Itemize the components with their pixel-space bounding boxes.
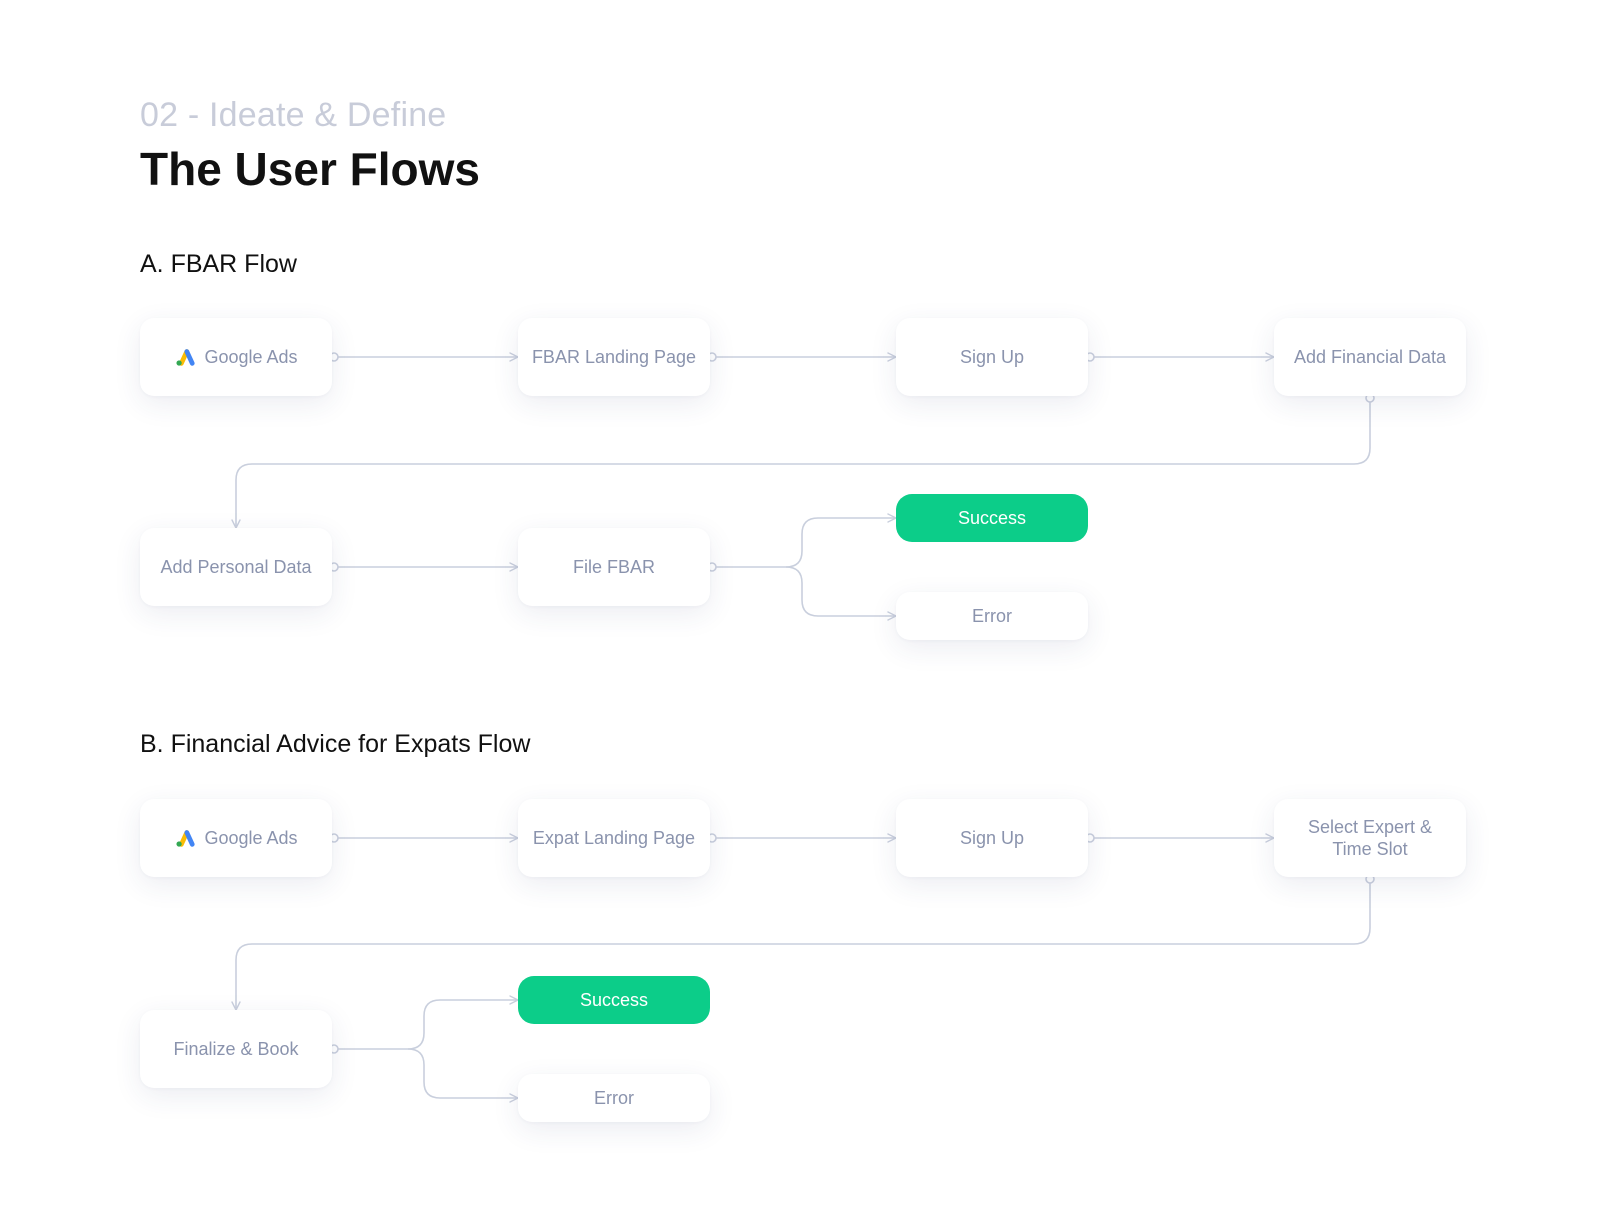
node-google-ads[interactable]: Google Ads bbox=[140, 799, 332, 877]
connector-b-finalize-error bbox=[407, 1048, 519, 1103]
node-label: Google Ads bbox=[204, 828, 298, 848]
connector-a-file-success bbox=[716, 513, 897, 568]
google-ads-icon bbox=[176, 349, 196, 366]
node-label: Google Ads bbox=[204, 347, 298, 367]
connector-b-finalize-success bbox=[338, 995, 519, 1050]
node-select-expert-time-slot[interactable]: Select Expert & Time Slot bbox=[1274, 799, 1466, 877]
expat-flow-title: B. Financial Advice for Expats Flow bbox=[140, 730, 531, 758]
node-error[interactable]: Error bbox=[518, 1074, 710, 1122]
connector-b-select-finalize bbox=[231, 883, 1371, 1011]
section-eyebrow: 02 - Ideate & Define bbox=[140, 96, 447, 134]
node-error[interactable]: Error bbox=[896, 592, 1088, 640]
node-google-ads[interactable]: Google Ads bbox=[140, 318, 332, 396]
fbar-flow-title: A. FBAR Flow bbox=[140, 250, 297, 278]
node-success[interactable]: Success bbox=[518, 976, 710, 1024]
node-success[interactable]: Success bbox=[896, 494, 1088, 542]
connector-a-addfin-personal bbox=[231, 402, 1371, 529]
google-ads-icon bbox=[176, 830, 196, 847]
node-fbar-landing-page[interactable]: FBAR Landing Page bbox=[518, 318, 710, 396]
node-sign-up[interactable]: Sign Up bbox=[896, 799, 1088, 877]
node-sign-up[interactable]: Sign Up bbox=[896, 318, 1088, 396]
node-expat-landing-page[interactable]: Expat Landing Page bbox=[518, 799, 710, 877]
node-add-personal-data[interactable]: Add Personal Data bbox=[140, 528, 332, 606]
node-file-fbar[interactable]: File FBAR bbox=[518, 528, 710, 606]
page-title: The User Flows bbox=[140, 143, 480, 195]
node-add-financial-data[interactable]: Add Financial Data bbox=[1274, 318, 1466, 396]
connector-a-file-error bbox=[785, 566, 897, 621]
node-finalize-book[interactable]: Finalize & Book bbox=[140, 1010, 332, 1088]
